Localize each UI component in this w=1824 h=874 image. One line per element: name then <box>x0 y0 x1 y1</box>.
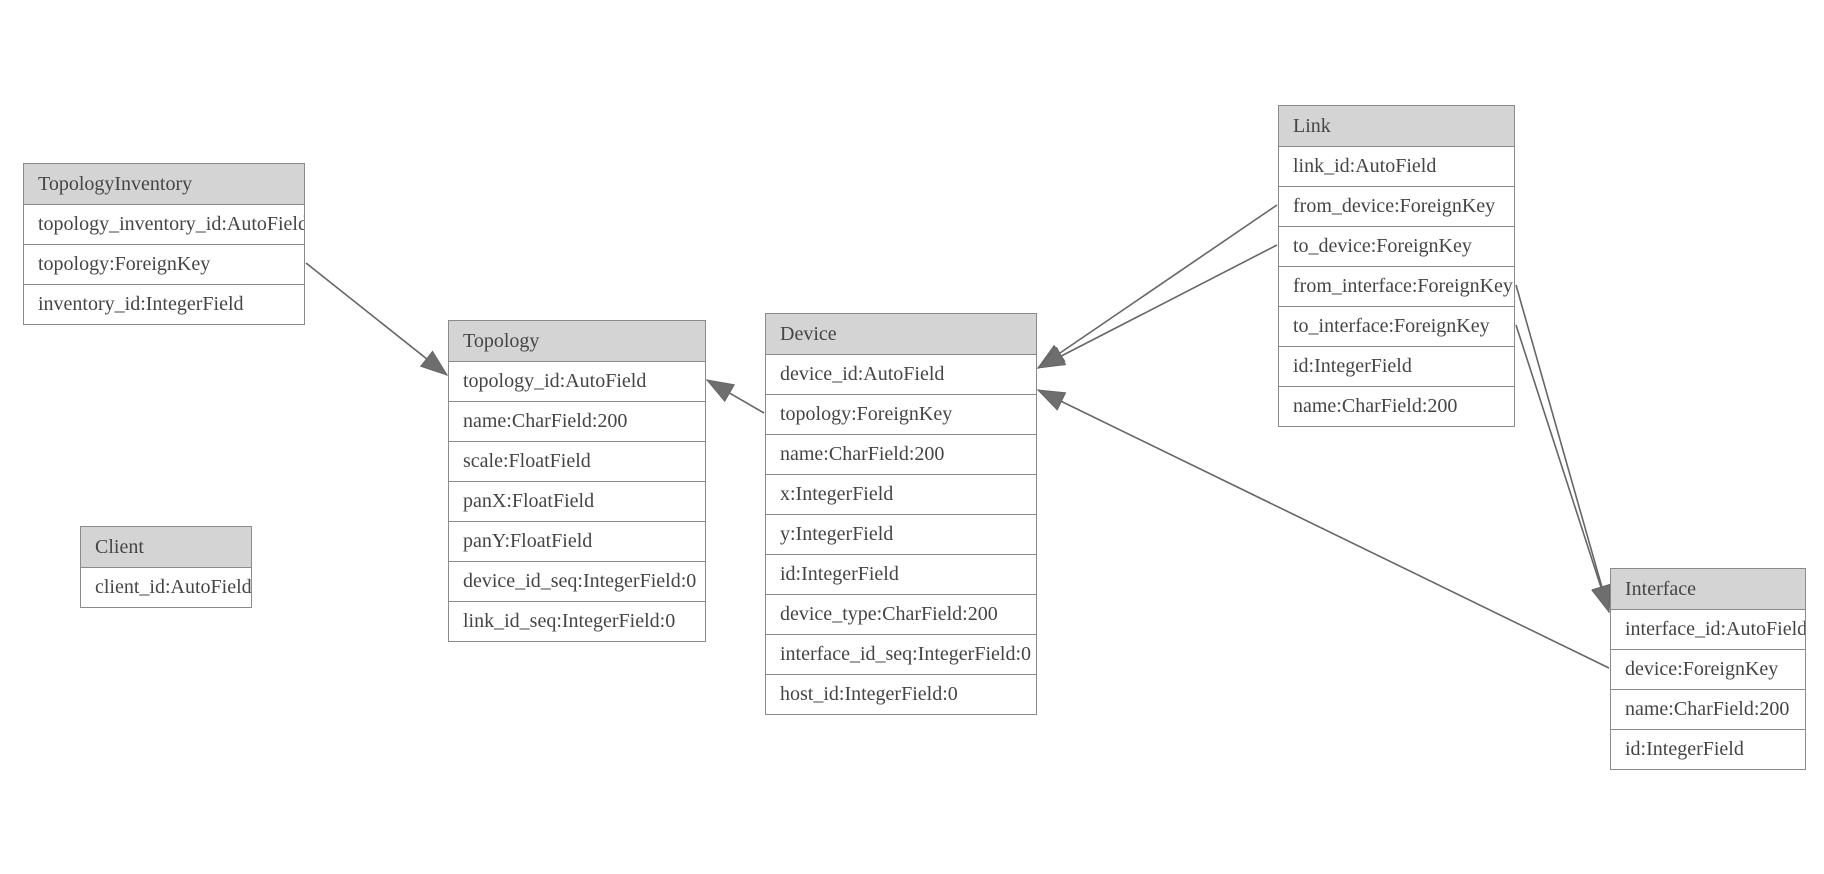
field-row: name:CharField:200 <box>766 434 1036 474</box>
relation-line <box>1515 284 1610 613</box>
entity-header: TopologyInventory <box>24 164 304 204</box>
field-row: link_id_seq:IntegerField:0 <box>449 601 705 641</box>
field-row: panX:FloatField <box>449 481 705 521</box>
field-row: topology:ForeignKey <box>24 244 304 284</box>
entity-header: Link <box>1279 106 1514 146</box>
entity-header: Topology <box>449 321 705 361</box>
arrow-head <box>1591 583 1611 614</box>
entity-header: Interface <box>1611 569 1805 609</box>
field-row: name:CharField:200 <box>449 401 705 441</box>
field-row: device:ForeignKey <box>1611 649 1805 689</box>
field-row: scale:FloatField <box>449 441 705 481</box>
field-row: interface_id:AutoField <box>1611 609 1805 649</box>
field-row: device_id:AutoField <box>766 354 1036 394</box>
relation-line <box>305 262 448 376</box>
field-row: topology_id:AutoField <box>449 361 705 401</box>
arrow-head <box>705 379 736 403</box>
arrow-head <box>1036 346 1067 369</box>
field-row: link_id:AutoField <box>1279 146 1514 186</box>
field-row: name:CharField:200 <box>1279 386 1514 426</box>
relation-line <box>1037 204 1278 369</box>
arrow-head <box>1036 344 1066 369</box>
relation-line <box>1037 389 1610 669</box>
field-row: name:CharField:200 <box>1611 689 1805 729</box>
field-row: device_id_seq:IntegerField:0 <box>449 561 705 601</box>
arrow-head <box>419 350 449 376</box>
field-row: device_type:CharField:200 <box>766 594 1036 634</box>
field-row: panY:FloatField <box>449 521 705 561</box>
field-row: to_interface:ForeignKey <box>1279 306 1514 346</box>
field-row: id:IntegerField <box>1279 346 1514 386</box>
field-row: host_id:IntegerField:0 <box>766 674 1036 714</box>
field-row: client_id:AutoField <box>81 567 251 607</box>
entity-header: Device <box>766 314 1036 354</box>
field-row: interface_id_seq:IntegerField:0 <box>766 634 1036 674</box>
field-row: y:IntegerField <box>766 514 1036 554</box>
field-row: topology_inventory_id:AutoField <box>24 204 304 244</box>
field-row: topology:ForeignKey <box>766 394 1036 434</box>
field-row: to_device:ForeignKey <box>1279 226 1514 266</box>
field-row: id:IntegerField <box>1611 729 1805 769</box>
entity-header: Client <box>81 527 251 567</box>
arrow-head <box>1591 583 1612 614</box>
relation-line <box>706 379 765 414</box>
relation-line <box>1037 244 1278 369</box>
field-row: id:IntegerField <box>766 554 1036 594</box>
field-row: from_device:ForeignKey <box>1279 186 1514 226</box>
field-row: from_interface:ForeignKey <box>1279 266 1514 306</box>
field-row: x:IntegerField <box>766 474 1036 514</box>
relation-line <box>1515 324 1610 613</box>
field-row: inventory_id:IntegerField <box>24 284 304 324</box>
arrow-head <box>1036 389 1067 411</box>
